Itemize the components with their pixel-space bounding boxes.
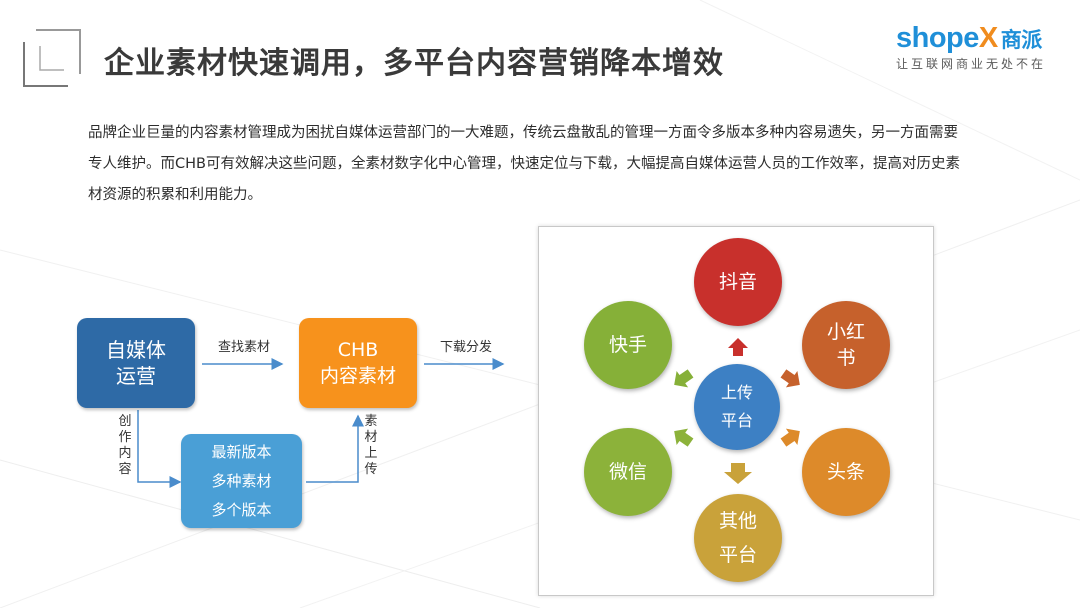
page-title: 企业素材快速调用，多平台内容营销降本增效	[104, 46, 724, 81]
platform-toutiao: 头条	[802, 428, 890, 516]
versions-box: 最新版本 多种素材 多个版本	[181, 434, 302, 528]
platform-center: 上传 平台	[694, 364, 780, 450]
platform-wechat: 微信	[584, 428, 672, 516]
platform-kuaishou: 快手	[584, 301, 672, 389]
platform-other: 其他 平台	[694, 494, 782, 582]
platform-xiaohongshu: 小红 书	[802, 301, 890, 389]
bracket-icon	[23, 29, 81, 87]
logo-slogan: 让互联网商业无处不在	[896, 57, 1047, 71]
description-paragraph: 品牌企业巨量的内容素材管理成为困扰自媒体运营部门的一大难题，传统云盘散乱的管理一…	[88, 125, 960, 203]
label-download-distribute: 下载分发	[440, 340, 493, 355]
label-find-material: 查找素材	[218, 340, 271, 355]
label-material-upload: 素材上传	[364, 414, 378, 477]
label-create-content: 创作内容	[118, 414, 132, 477]
platform-douyin: 抖音	[694, 238, 782, 326]
chb-content-box: CHB 内容素材	[299, 318, 417, 408]
media-ops-box: 自媒体 运营	[77, 318, 195, 408]
